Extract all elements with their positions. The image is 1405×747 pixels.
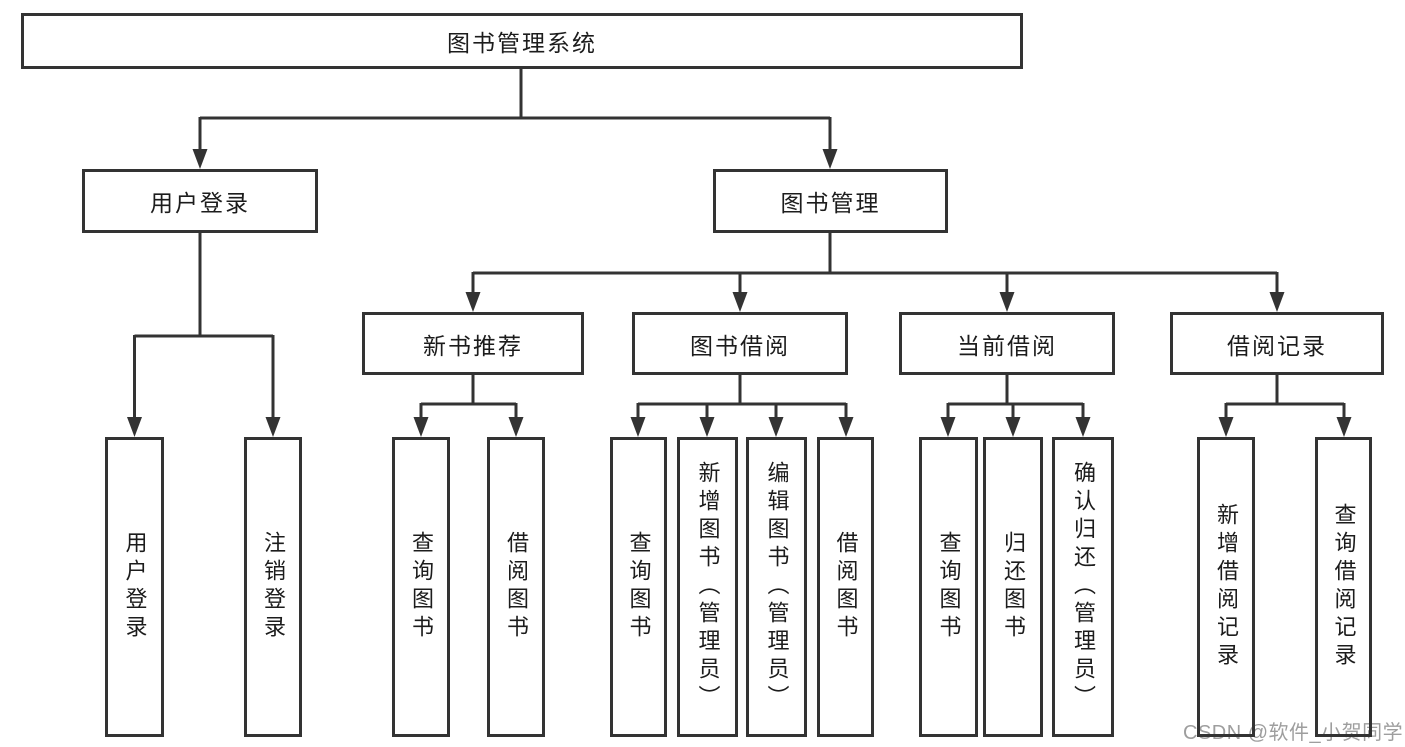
leaf-query-borrow-record: 查询借阅记录 xyxy=(1315,437,1372,737)
leaf-current-query-books-label: 查询图书 xyxy=(936,531,962,643)
leaf-add-books-admin: 新增图书（管理员） xyxy=(677,437,738,737)
leaf-recommend-borrow-books: 借阅图书 xyxy=(487,437,545,737)
leaf-return-books-label: 归还图书 xyxy=(1001,531,1026,643)
leaf-logout-label: 注销登录 xyxy=(261,531,286,643)
node-current-borrow-label: 当前借阅 xyxy=(957,332,1057,359)
node-borrow-records: 借阅记录 xyxy=(1170,312,1384,375)
leaf-recommend-borrow-books-label: 借阅图书 xyxy=(504,531,529,643)
node-user-login-group-label: 用户登录 xyxy=(150,190,250,216)
leaf-add-borrow-record-label: 新增借阅记录 xyxy=(1214,503,1239,671)
leaf-recommend-query-books-label: 查询图书 xyxy=(409,531,434,643)
node-book-borrow-label: 图书借阅 xyxy=(690,332,790,359)
leaf-query-borrow-record-label: 查询借阅记录 xyxy=(1331,503,1357,671)
leaf-borrow-query-books-label: 查询图书 xyxy=(626,531,652,643)
node-book-management-label: 图书管理 xyxy=(780,190,881,216)
leaf-edit-books-admin: 编辑图书（管理员） xyxy=(746,437,807,737)
leaf-user-login: 用户登录 xyxy=(105,437,164,737)
leaf-borrow-query-books: 查询图书 xyxy=(610,437,667,737)
arrowheads xyxy=(127,149,1352,437)
node-current-borrow: 当前借阅 xyxy=(899,312,1115,375)
leaf-confirm-return-admin-label: 确认归还（管理员） xyxy=(1071,461,1096,713)
leaf-confirm-return-admin: 确认归还（管理员） xyxy=(1052,437,1114,737)
connector-paths xyxy=(133,69,1346,418)
leaf-recommend-query-books: 查询图书 xyxy=(392,437,450,737)
leaf-return-books: 归还图书 xyxy=(983,437,1043,737)
node-root-label: 图书管理系统 xyxy=(447,30,597,56)
leaf-borrow-books: 借阅图书 xyxy=(817,437,874,737)
leaf-user-login-label: 用户登录 xyxy=(122,531,148,643)
leaf-borrow-books-label: 借阅图书 xyxy=(833,531,859,643)
leaf-current-query-books: 查询图书 xyxy=(919,437,978,737)
csdn-watermark: CSDN @软件_小贺同学 xyxy=(1183,722,1404,744)
node-user-login-group: 用户登录 xyxy=(82,169,318,233)
node-new-book-recommend-label: 新书推荐 xyxy=(423,332,523,359)
node-book-borrow: 图书借阅 xyxy=(632,312,848,375)
leaf-logout: 注销登录 xyxy=(244,437,302,737)
node-borrow-records-label: 借阅记录 xyxy=(1227,332,1327,359)
leaf-add-books-admin-label: 新增图书（管理员） xyxy=(695,461,721,713)
node-book-management: 图书管理 xyxy=(713,169,948,233)
node-root-system: 图书管理系统 xyxy=(21,13,1023,69)
node-new-book-recommend: 新书推荐 xyxy=(362,312,584,375)
leaf-edit-books-admin-label: 编辑图书（管理员） xyxy=(764,461,790,713)
leaf-add-borrow-record: 新增借阅记录 xyxy=(1197,437,1255,737)
